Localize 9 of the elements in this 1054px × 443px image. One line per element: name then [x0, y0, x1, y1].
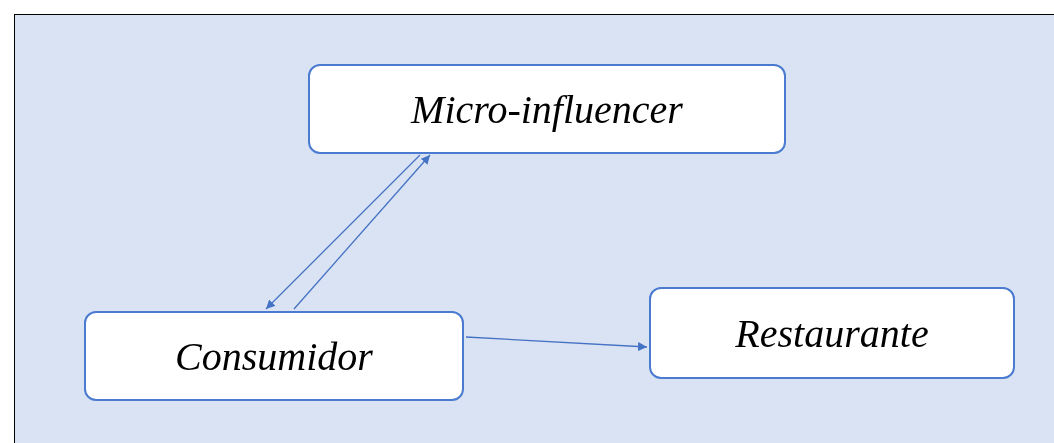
- arrow: [465, 336, 648, 351]
- node-label: Restaurante: [735, 309, 929, 357]
- process-box: [308, 64, 786, 154]
- node-label: Micro-influencer: [411, 85, 683, 133]
- process-box: [649, 287, 1015, 379]
- arrow: [293, 154, 431, 310]
- node-label: Consumidor: [175, 332, 373, 380]
- process-box: [84, 311, 464, 401]
- arrow: [265, 154, 421, 310]
